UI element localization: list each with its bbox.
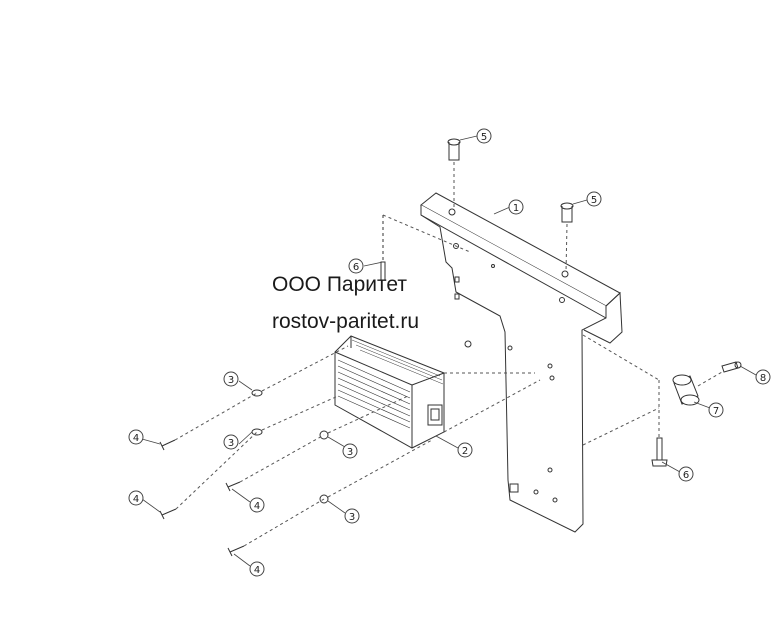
bolt-6-lower bbox=[651, 437, 668, 467]
control-module-box bbox=[334, 335, 445, 449]
callout-3d: 3 bbox=[344, 508, 360, 524]
svg-text:1: 1 bbox=[513, 203, 519, 214]
svg-text:3: 3 bbox=[228, 375, 234, 386]
screw-4d bbox=[227, 545, 245, 557]
watermark-site: rostov-paritet.ru bbox=[272, 310, 420, 333]
washer-3d bbox=[319, 494, 329, 504]
callout-2: 2 bbox=[457, 442, 473, 458]
rubber-mount-7 bbox=[672, 374, 700, 406]
callout-5b: 5 bbox=[586, 191, 602, 207]
callout-4c: 4 bbox=[249, 497, 265, 513]
screw-4a bbox=[159, 439, 176, 451]
screw-4c bbox=[225, 481, 241, 492]
screw-4b bbox=[159, 508, 177, 520]
washer-3a bbox=[251, 389, 263, 397]
callout-6a: 6 bbox=[348, 258, 364, 274]
bolt-5-left bbox=[447, 138, 461, 161]
svg-text:4: 4 bbox=[254, 565, 260, 576]
svg-text:3: 3 bbox=[349, 512, 355, 523]
svg-text:3: 3 bbox=[347, 447, 353, 458]
svg-text:5: 5 bbox=[591, 195, 597, 206]
svg-text:4: 4 bbox=[133, 433, 139, 444]
callout-1: 1 bbox=[508, 199, 524, 215]
callout-8: 8 bbox=[755, 369, 771, 385]
callout-3a: 3 bbox=[223, 371, 239, 387]
svg-text:7: 7 bbox=[713, 406, 719, 417]
callout-6b: 6 bbox=[678, 466, 694, 482]
callout-7: 7 bbox=[708, 402, 724, 418]
svg-text:4: 4 bbox=[133, 494, 139, 505]
svg-text:4: 4 bbox=[254, 501, 260, 512]
washer-3c bbox=[319, 430, 329, 440]
callout-4a: 4 bbox=[128, 429, 144, 445]
svg-text:8: 8 bbox=[760, 373, 766, 384]
callout-3b: 3 bbox=[223, 434, 239, 450]
pin-6-upper bbox=[380, 215, 386, 281]
mounting-bracket bbox=[420, 192, 623, 533]
callout-4d: 4 bbox=[249, 561, 265, 577]
svg-text:6: 6 bbox=[353, 262, 359, 273]
svg-text:2: 2 bbox=[462, 446, 468, 457]
callout-4b: 4 bbox=[128, 490, 144, 506]
screw-8 bbox=[721, 361, 742, 373]
callout-5a: 5 bbox=[476, 128, 492, 144]
callout-3c: 3 bbox=[342, 443, 358, 459]
svg-text:5: 5 bbox=[481, 132, 487, 143]
watermark-company: ООО Паритет bbox=[272, 273, 408, 296]
svg-text:3: 3 bbox=[228, 438, 234, 449]
washer-3b bbox=[251, 428, 263, 436]
svg-text:6: 6 bbox=[683, 470, 689, 481]
bolt-5-right bbox=[560, 202, 574, 223]
